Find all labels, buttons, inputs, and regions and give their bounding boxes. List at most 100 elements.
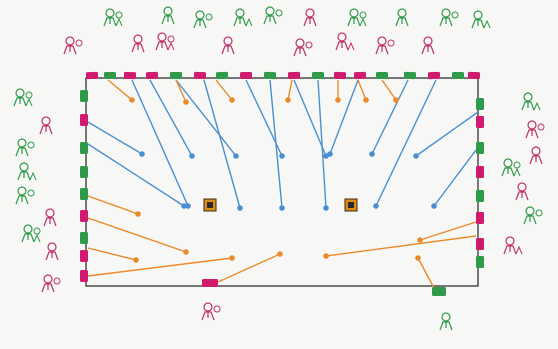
children-row-icon <box>41 274 61 293</box>
orange-arrow <box>323 235 477 259</box>
skull-crossbones-icon <box>525 120 545 139</box>
orange-arrow <box>215 79 235 103</box>
right-tab <box>476 238 484 250</box>
top-tab <box>312 72 324 79</box>
orange-arrow <box>381 79 399 103</box>
adult-and-child-icon <box>45 242 59 261</box>
children-talking-icon <box>303 8 317 27</box>
blue-arrow <box>203 79 243 211</box>
child-waving-icon <box>43 208 57 227</box>
thinking-child-icon <box>39 116 53 135</box>
blue-arrow <box>293 79 329 159</box>
top-tab <box>353 71 367 80</box>
right-tab <box>476 190 484 202</box>
blue-arrow <box>175 79 239 159</box>
left-tab <box>80 232 88 244</box>
top-tab <box>452 72 464 79</box>
top-tab <box>333 71 347 80</box>
blue-arrow <box>413 111 479 159</box>
top-tab <box>427 71 441 80</box>
shoulder-ride-icon <box>521 92 541 111</box>
top-tab <box>123 71 137 80</box>
eye-contact-icon <box>221 36 235 55</box>
children-talking-icon <box>439 312 453 331</box>
top-tab <box>376 72 388 79</box>
top-tab <box>193 71 207 80</box>
dancing-child-icon <box>293 38 313 57</box>
trophy-icon <box>21 224 41 243</box>
top-tab <box>263 71 277 80</box>
wheelchair-child-icon <box>395 8 409 27</box>
top-tab <box>145 71 159 80</box>
children-group-icon <box>233 8 253 27</box>
blue-arrow <box>131 79 191 209</box>
top-tab <box>403 71 417 80</box>
blue-arrow <box>87 121 145 157</box>
child-with-parent-icon <box>15 138 35 157</box>
orange-arrow <box>107 79 135 103</box>
orange-arrow <box>87 255 235 277</box>
toy-icon <box>17 162 37 181</box>
blue-arrow <box>317 79 329 211</box>
holding-baby-icon <box>63 36 83 55</box>
child-with-book-icon <box>103 8 123 27</box>
orange-arrow <box>87 195 141 217</box>
children-sitting-icon <box>335 32 355 51</box>
left-tab <box>80 166 88 178</box>
child-with-book-icon <box>501 158 521 177</box>
top-tab <box>170 72 182 79</box>
top-tab <box>240 72 252 79</box>
top-tab <box>85 71 99 80</box>
reading-together-icon <box>471 10 491 29</box>
orange-arrow <box>417 221 477 243</box>
group-hug-icon <box>13 88 33 107</box>
right-tab <box>476 116 484 128</box>
playing-with-blocks-icon <box>201 302 221 321</box>
right-tab <box>476 166 484 178</box>
left-tab <box>80 188 88 200</box>
family-icon <box>523 206 543 225</box>
children-playing-icon <box>515 182 529 201</box>
children-playing-icon <box>161 6 175 25</box>
food-tray-icon <box>421 36 435 55</box>
dog-and-child-icon <box>375 36 395 55</box>
children-group-icon <box>503 236 523 255</box>
left-tab <box>80 270 88 282</box>
orange-arrow <box>357 79 369 103</box>
pushing-stroller-icon <box>131 34 145 53</box>
orange-arrow <box>87 217 189 255</box>
hand-holding-icon <box>347 8 367 27</box>
orange-arrow <box>415 255 435 289</box>
left-tab <box>80 142 88 154</box>
blue-arrow <box>431 149 477 209</box>
board-outline <box>85 77 479 287</box>
left-tab <box>80 210 88 222</box>
blue-arrow <box>149 79 195 159</box>
blue-arrow <box>269 79 285 211</box>
top-tab <box>215 71 229 80</box>
bottom-tab-left <box>202 279 218 287</box>
left-tab <box>80 114 88 126</box>
orange-arrow <box>87 247 139 263</box>
left-tab <box>80 250 88 262</box>
right-tab <box>476 142 484 154</box>
right-tab <box>476 212 484 224</box>
orange-arrow <box>175 79 189 105</box>
left-tab <box>80 90 88 102</box>
right-tab <box>476 256 484 268</box>
smiling-child-icon <box>529 146 543 165</box>
family-icon <box>193 10 213 29</box>
orange-arrow <box>285 79 293 103</box>
central-marker-left-glyph <box>207 202 213 208</box>
child-with-adult-icon <box>155 32 175 51</box>
bottom-tab-right <box>432 287 446 296</box>
top-tab <box>287 71 301 80</box>
top-tab <box>467 71 481 80</box>
blue-arrow <box>87 143 187 209</box>
playing-with-blocks-icon <box>263 6 283 25</box>
central-marker-right-glyph <box>348 202 354 208</box>
right-tab <box>476 98 484 110</box>
blue-arrow <box>369 79 409 157</box>
